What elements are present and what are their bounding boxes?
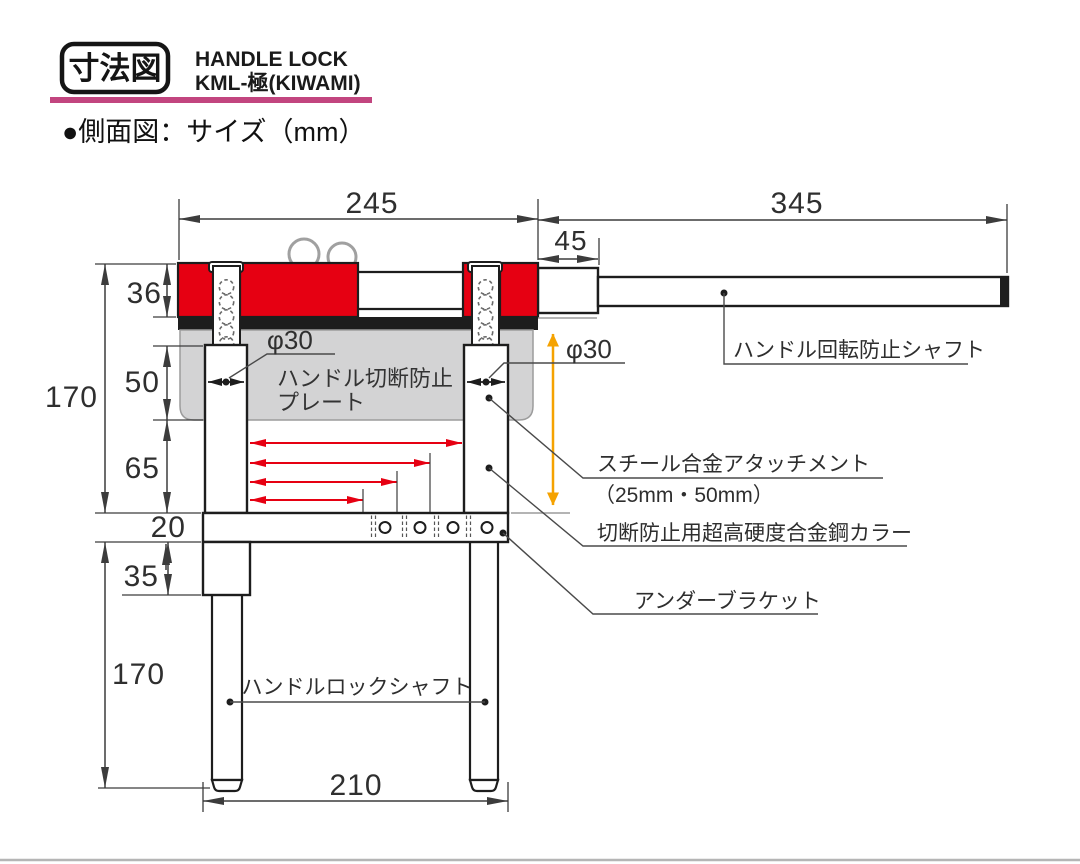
dim-value-170-lower: 170 [112, 658, 165, 691]
label-under-bracket: アンダーブラケット [634, 590, 821, 613]
sunpouzu-badge [59, 41, 171, 95]
dim-value-phi30-left: φ30 [267, 325, 313, 355]
under-bracket [201, 511, 510, 544]
callout-handle-lock-shaft: ハンドルロックシャフト [226, 676, 489, 706]
dim-value-35: 35 [124, 560, 159, 593]
dim-value-45: 45 [554, 225, 587, 256]
callout-alloy-collar: 切断防止用超高硬度合金鋼カラー [485, 464, 912, 547]
chain-dash-circle [477, 323, 494, 340]
bracket-hole [413, 521, 427, 534]
dim-value-65: 65 [125, 452, 160, 485]
lock-shaft-left-tip [210, 778, 244, 793]
product-name-line1: HANDLE LOCK [195, 48, 348, 71]
dim-value-36: 36 [127, 277, 162, 310]
leader-line [228, 353, 335, 379]
dim-value-phi30-right: φ30 [566, 334, 612, 364]
chain-dash-circle [218, 293, 235, 310]
lock-body-left [176, 261, 215, 319]
dim-value-210: 210 [329, 769, 382, 802]
leader-line [488, 397, 883, 479]
label-steel-attachment-line1: スチール合金アタッチメント [597, 453, 870, 476]
chain-dash-circle [477, 278, 494, 295]
bracket-hole [480, 521, 494, 534]
left-shaft-upper [212, 265, 241, 347]
dim-value-245: 245 [345, 187, 398, 220]
leader-dot [222, 378, 230, 386]
label-alloy-collar: 切断防止用超高硬度合金鋼カラー [597, 522, 912, 545]
callout-steel-attachment: スチール合金アタッチメント （25mm・50mm） [485, 394, 883, 507]
left-attachment-block [203, 343, 249, 515]
header: 寸法図 HANDLE LOCK KML-極(KIWAMI) ●側面図：サイズ（m… [50, 41, 372, 147]
leader-dot [482, 378, 490, 386]
label-cut-prevention-plate-line1: ハンドル切断防止 [277, 366, 453, 391]
right-shaft-upper [471, 265, 500, 347]
callout-rotation-prevention-shaft: ハンドル回転防止シャフト [720, 289, 985, 365]
chain-dash-circle [218, 278, 235, 295]
callout-under-bracket: アンダーブラケット [499, 529, 821, 615]
chain-dash-circle [218, 323, 235, 340]
chain-dash-circle [218, 308, 235, 325]
dim-value-170-upper: 170 [45, 381, 98, 414]
cut-prevention-plate [179, 329, 534, 421]
dimension-annotations: 245 345 45 36 170 50 65 20 35 170 210 φ3… [45, 187, 1008, 812]
chain-dash-circle [477, 293, 494, 310]
leader-line [502, 532, 818, 615]
rotation-prevention-shaft [596, 275, 1010, 308]
leader-line [488, 467, 907, 547]
clamp-block [201, 540, 252, 597]
product-name-line2: KML-極(KIWAMI) [195, 71, 361, 95]
callout-cut-prevention-plate: ハンドル切断防止 プレート [277, 366, 453, 415]
label-rotation-prevention-shaft: ハンドル回転防止シャフト [733, 339, 985, 362]
view-caption: ●側面図：サイズ（mm） [62, 117, 365, 147]
leader-line [723, 293, 968, 365]
lock-shaft-right-tip [468, 778, 500, 793]
dim-value-20: 20 [151, 511, 186, 544]
body-base-band [178, 317, 538, 330]
right-attachment-block [462, 343, 510, 515]
diameter-callout-right: φ30 [467, 334, 625, 386]
bracket-hole [446, 521, 460, 534]
lock-shaft-right [468, 538, 500, 782]
bracket-holes [370, 515, 494, 540]
leader-line [488, 362, 625, 379]
chain-dash-circle [477, 308, 494, 325]
dim-value-345: 345 [770, 187, 823, 220]
dim-value-50: 50 [125, 366, 160, 399]
shaft-end-cap [1000, 277, 1008, 306]
diameter-callout-left: φ30 [208, 325, 335, 386]
label-steel-attachment-line2: （25mm・50mm） [594, 484, 774, 507]
lock-body-drawing [176, 237, 1010, 793]
lock-body-right [498, 261, 540, 319]
lock-body-mid [238, 261, 360, 319]
header-accent-rule [50, 97, 372, 103]
sunpouzu-badge-label: 寸法図 [69, 51, 162, 86]
part-label-callouts: ハンドル回転防止シャフト ハンドル切断防止 プレート スチール合金アタッチメント… [226, 289, 985, 706]
label-cut-prevention-plate-line2: プレート [277, 390, 365, 415]
label-handle-lock-shaft: ハンドルロックシャフト [242, 676, 473, 699]
shaft-connector-box [536, 266, 600, 315]
bracket-hole [378, 521, 392, 534]
